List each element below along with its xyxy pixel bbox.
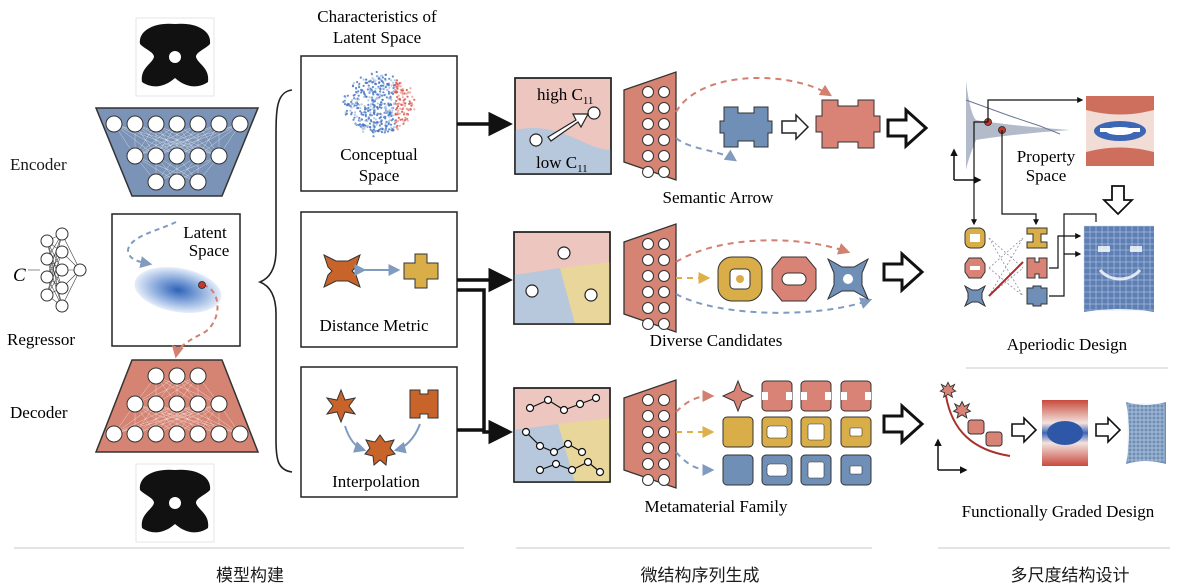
section-microstructure-generation: 微结构序列生成 [640, 566, 760, 586]
decoder-mini-1 [623, 71, 677, 181]
graded-structure [1126, 402, 1166, 464]
svg-text:high C11: high C11 [537, 85, 593, 107]
section-multiscale-design: 多尺度结构设计 [1010, 566, 1130, 586]
decoder-output-image [135, 463, 215, 543]
semantic-arrow-label: Semantic Arrow [663, 188, 775, 207]
encoder-input-image [135, 17, 215, 97]
graded-stress-field [1042, 400, 1088, 466]
decoder-mini-3 [623, 379, 677, 489]
latent-family-box [513, 387, 611, 483]
characteristics-title-line2: Latent Space [333, 28, 421, 47]
hollow-arrow-big-2 [882, 250, 925, 294]
diverse-candidates-label: Diverse Candidates [650, 331, 783, 350]
regressor-label: Regressor [7, 330, 75, 349]
interpolation-label: Interpolation [332, 472, 420, 491]
gold-cross-shape [403, 253, 439, 289]
aperiodic-cells [963, 213, 1097, 308]
candidate-gold [717, 256, 763, 302]
conceptual-space-label-line2: Space [359, 166, 400, 185]
characteristics-title-line1: Characteristics of [317, 7, 437, 26]
latent-label-line1: Latent [183, 223, 227, 242]
property-space-label-line2: Space [1026, 166, 1067, 185]
aperiodic-design-label: Aperiodic Design [1007, 335, 1128, 354]
low-c11-label: low C [536, 153, 577, 172]
aperiodic-structure [1083, 225, 1154, 312]
hollow-arrow-1 [781, 113, 810, 141]
stress-field-top [1086, 96, 1154, 166]
hollow-arrow-graded-2 [1095, 416, 1122, 444]
conceptual-space-box [300, 55, 458, 192]
section-model-construction: 模型构建 [216, 566, 284, 586]
regressor-variable: C [13, 265, 26, 286]
latent-diverse-box [513, 231, 611, 325]
hollow-arrow-graded-1 [1011, 416, 1038, 444]
high-c11-label: high C [537, 85, 583, 104]
latent-label-line2: Space [189, 241, 230, 260]
distance-metric-box [300, 211, 458, 348]
property-space-plot [950, 80, 1084, 226]
candidate-blue [826, 257, 870, 301]
conceptual-space-label-line1: Conceptual [340, 145, 418, 164]
interpolation-box [300, 366, 458, 498]
interpolated-shape [364, 434, 396, 466]
svg-text:low C11: low C11 [536, 153, 588, 175]
star-shape-a [325, 388, 357, 424]
square-shape-b [409, 389, 439, 419]
blue-cell-shape [719, 106, 773, 148]
distance-metric-label: Distance Metric [319, 316, 428, 335]
hollow-arrow-down [1101, 185, 1135, 216]
functionally-graded-label: Functionally Graded Design [962, 502, 1155, 521]
latent-space-panel [111, 213, 241, 359]
hollow-arrow-big-3 [882, 402, 925, 446]
brace [257, 89, 293, 473]
property-space-label-line1: Property [1017, 147, 1076, 166]
candidate-red [771, 256, 817, 302]
orange-x-shape [323, 254, 361, 288]
encoder-label: Encoder [10, 155, 67, 174]
decoder-label: Decoder [10, 403, 68, 422]
red-cell-shape [815, 99, 881, 149]
graded-path-plot [934, 381, 1011, 474]
metamaterial-family-label: Metamaterial Family [644, 497, 788, 516]
decoder-network [94, 359, 260, 453]
decoder-mini-2 [623, 223, 677, 333]
arrow-family [457, 288, 513, 445]
encoder-network [94, 107, 260, 197]
latent-semantic-box [514, 77, 612, 175]
hollow-arrow-big-1 [886, 106, 929, 150]
regressor-network [28, 227, 87, 313]
